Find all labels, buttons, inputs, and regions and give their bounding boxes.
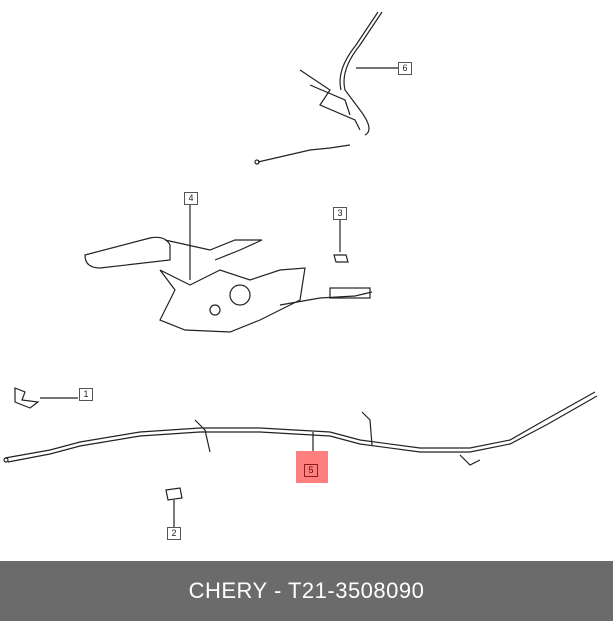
part-4-lever [84, 205, 373, 333]
callout-4[interactable]: 4 [184, 192, 198, 205]
part-3-bolt [333, 220, 349, 263]
part-1-bracket [14, 387, 78, 409]
callout-1[interactable]: 1 [79, 388, 93, 401]
diagram-drawing [3, 11, 598, 528]
callout-2[interactable]: 2 [167, 527, 181, 540]
callout-3[interactable]: 3 [333, 207, 347, 220]
part-6-cable [254, 11, 398, 165]
callout-6[interactable]: 6 [398, 62, 412, 75]
part-5-cable [3, 391, 598, 466]
callout-5[interactable]: 5 [304, 464, 318, 477]
highlight-callout-5 [296, 451, 328, 483]
part-number-footer: CHERY - T21-3508090 [0, 561, 613, 621]
part-2-bolt [165, 487, 183, 528]
